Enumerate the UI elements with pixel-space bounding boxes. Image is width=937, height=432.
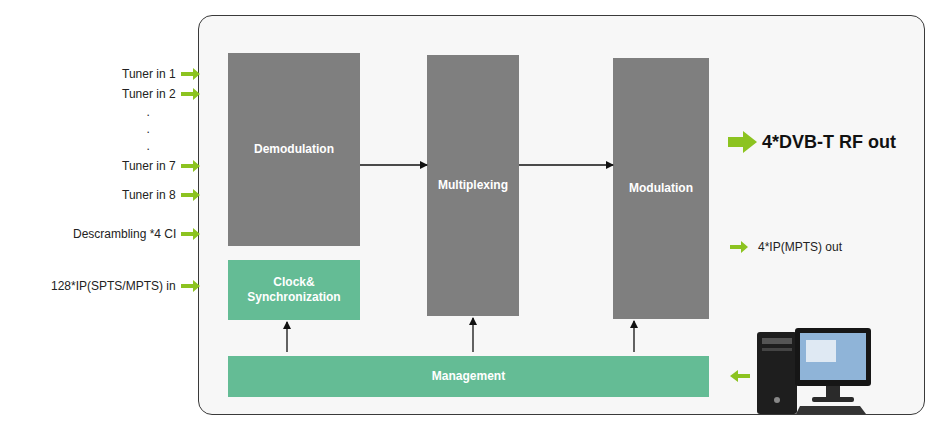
input-arrow	[181, 68, 200, 80]
port-label: .	[147, 138, 150, 154]
monitor-stand	[826, 386, 840, 398]
input-arrow	[181, 228, 200, 240]
pc-drive	[762, 348, 792, 351]
pc-drive	[762, 338, 792, 344]
flow-arrow	[472, 318, 473, 352]
output-label: 4*DVB-T RF out	[762, 131, 896, 153]
port-label: 4*IP(MPTS) out	[758, 239, 842, 255]
port-label: Tuner in 8	[122, 187, 176, 203]
process-box: Demodulation	[228, 53, 360, 246]
node-label: Management	[432, 369, 505, 384]
process-box: Modulation	[613, 58, 709, 319]
screen-window	[806, 340, 836, 362]
port-label: .	[147, 104, 150, 120]
node-label: Demodulation	[254, 142, 334, 157]
port-label: 128*IP(SPTS/MPTS) in	[51, 278, 176, 294]
input-arrow	[181, 160, 200, 172]
input-arrow	[181, 189, 200, 201]
sync-box: Clock& Synchronization	[228, 260, 360, 320]
port-label: Tuner in 7	[122, 158, 176, 174]
monitor-bezel	[795, 328, 871, 386]
output-arrow	[728, 131, 757, 153]
computer-illustration	[757, 328, 871, 414]
flow-arrow	[519, 164, 613, 165]
port-label: Tuner in 2	[122, 86, 176, 102]
flow-arrow	[286, 322, 287, 352]
monitor-base	[812, 397, 854, 402]
port-label: .	[147, 121, 150, 137]
node-label: Modulation	[629, 181, 693, 196]
control-arrow	[730, 370, 750, 382]
monitor-screen	[800, 333, 866, 380]
node-label: Multiplexing	[438, 178, 508, 193]
flow-arrow	[360, 164, 427, 165]
output-arrow	[730, 241, 748, 253]
pc-tower	[757, 332, 797, 414]
input-arrow	[181, 88, 200, 100]
port-label: Descrambling *4 CI	[73, 226, 176, 242]
keyboard	[796, 406, 866, 414]
port-label: Tuner in 1	[122, 66, 176, 82]
flow-arrow	[633, 321, 634, 352]
process-box: Multiplexing	[427, 55, 519, 316]
management-band: Management	[228, 356, 709, 397]
pc-button	[774, 397, 780, 403]
input-arrow	[181, 280, 200, 292]
node-label: Clock& Synchronization	[232, 275, 356, 305]
